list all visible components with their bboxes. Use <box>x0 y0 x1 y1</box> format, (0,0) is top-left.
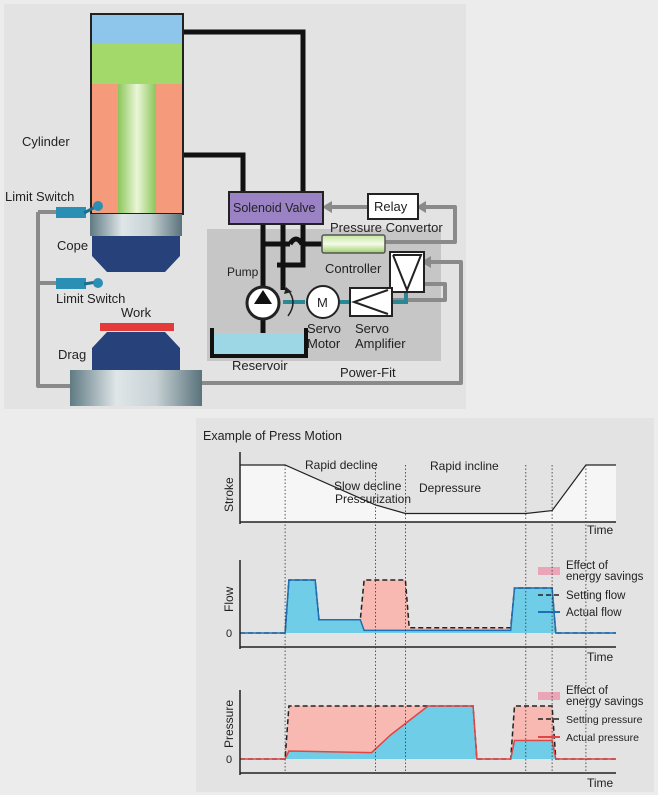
arrow-into-relay <box>416 201 426 213</box>
label-relay: Relay <box>374 199 408 214</box>
label-controller: Controller <box>325 261 382 276</box>
label-limit-switch-bottom: Limit Switch <box>56 291 125 306</box>
work-piece <box>100 323 174 331</box>
servo-amplifier-symbol <box>350 289 389 315</box>
cylinder-piston <box>91 44 183 84</box>
servo-motor <box>306 285 340 319</box>
label-motor-symbol: M <box>317 295 328 310</box>
arrow-into-controller <box>421 256 431 268</box>
flow-chart: Flow 0 Time Effect of energy savings Set… <box>222 560 644 664</box>
pressure-legend-actual: Actual pressure <box>566 732 639 744</box>
label-servo-amp-2: Amplifier <box>355 336 406 351</box>
flow-zero: 0 <box>226 628 232 640</box>
limit-switch-top-roller <box>93 201 103 211</box>
drag-die <box>92 332 180 370</box>
pump-symbol <box>245 285 294 321</box>
phase-depressure: Depressure <box>419 481 481 495</box>
label-drag: Drag <box>58 347 86 362</box>
pressure-xlabel: Time <box>587 776 614 790</box>
cylinder-body-line <box>183 152 246 192</box>
pressure-zero: 0 <box>226 754 232 766</box>
pressure-actual-area <box>240 706 616 759</box>
controller-block <box>389 251 425 293</box>
flow-actual-line <box>240 579 616 634</box>
servo-amplifier-block <box>349 287 393 317</box>
controller-box <box>389 251 425 293</box>
flow-legend-effect-1: Effect of <box>566 560 609 572</box>
pressure-legend-effect-2: energy savings <box>566 696 644 708</box>
stroke-chart: Stroke Time Rapid decline Slow decline P… <box>222 452 616 537</box>
limit-switch-bottom-roller <box>93 278 103 288</box>
label-work: Work <box>121 305 152 320</box>
phase-pressurization: Pressurization <box>335 492 411 506</box>
flow-legend-actual: Actual flow <box>566 607 622 619</box>
label-limit-switch-top: Limit Switch <box>5 189 74 204</box>
flow-legend-effect-swatch <box>538 567 560 575</box>
solenoid-valve <box>228 191 324 225</box>
pressure-legend-effect-swatch <box>538 692 560 700</box>
cope-die <box>92 236 180 272</box>
flow-xlabel: Time <box>587 650 614 664</box>
limit-switch-top-body <box>56 207 86 218</box>
hydraulic-lines <box>183 29 322 345</box>
pressure-convertor <box>321 234 386 254</box>
limit-switch-top <box>56 201 103 218</box>
phase-rapid-decline: Rapid decline <box>305 458 378 472</box>
flow-ylabel: Flow <box>222 586 236 612</box>
phase-slow-decline: Slow decline <box>334 479 402 493</box>
drag-platen <box>70 370 202 406</box>
flow-legend-setting: Setting flow <box>566 590 626 602</box>
pressure-legend-effect-1: Effect of <box>566 685 609 697</box>
pconv-to-relay-wire <box>385 205 457 244</box>
relay-box <box>367 193 419 220</box>
label-servo-amp-1: Servo <box>355 321 389 336</box>
arrow-into-solenoid <box>322 201 332 213</box>
stroke-area <box>240 465 616 522</box>
phase-boundaries <box>284 465 587 773</box>
phase-rapid-incline: Rapid incline <box>430 459 499 473</box>
signal-lines <box>36 205 463 388</box>
diagram-labels: Cylinder Limit Switch Cope Limit Switch … <box>5 134 443 380</box>
cope-platen <box>90 214 182 236</box>
signal-arrows <box>322 201 431 268</box>
pressure-ylabel: Pressure <box>222 700 236 748</box>
label-reservoir: Reservoir <box>232 358 288 373</box>
limit-switch-bottom-body <box>56 278 86 289</box>
limit-switch-bottom <box>56 278 103 289</box>
pressure-line-hop <box>287 236 305 246</box>
controller-out-wire <box>390 282 447 302</box>
cylinder-cap <box>91 14 183 44</box>
label-servo-motor-1: Servo <box>307 321 341 336</box>
pump-rotation-head <box>284 287 292 294</box>
pressure-actual-line <box>240 705 616 760</box>
pressure-chart: Pressure 0 Time Effect of energy savings… <box>222 685 644 790</box>
chart-title: Example of Press Motion <box>203 429 342 443</box>
cylinder-rod <box>118 84 156 214</box>
stroke-xlabel: Time <box>587 523 614 537</box>
label-pump: Pump <box>227 265 259 279</box>
stroke-ylabel: Stroke <box>222 477 236 512</box>
limit-switch-wire <box>36 212 74 388</box>
drag-to-right-wire <box>200 260 463 385</box>
pressure-legend-setting: Setting pressure <box>566 714 643 726</box>
label-pressure-convertor: Pressure Convertor <box>330 220 443 235</box>
label-cylinder: Cylinder <box>22 134 70 149</box>
reservoir <box>210 328 308 358</box>
label-servo-motor-2: Motor <box>307 336 341 351</box>
label-cope: Cope <box>57 238 88 253</box>
reservoir-tank <box>210 328 308 358</box>
label-solenoid-valve: Solenoid Valve <box>233 201 316 215</box>
cylinder <box>90 13 184 215</box>
pump-arrow <box>254 290 272 304</box>
stroke-line <box>240 464 616 515</box>
label-power-fit: Power-Fit <box>340 365 396 380</box>
cylinder-top-line <box>183 29 306 268</box>
flow-legend-effect-2: energy savings <box>566 571 644 583</box>
flow-actual-area <box>240 580 616 633</box>
controller-symbol <box>392 254 423 293</box>
reservoir-fluid <box>212 333 306 355</box>
